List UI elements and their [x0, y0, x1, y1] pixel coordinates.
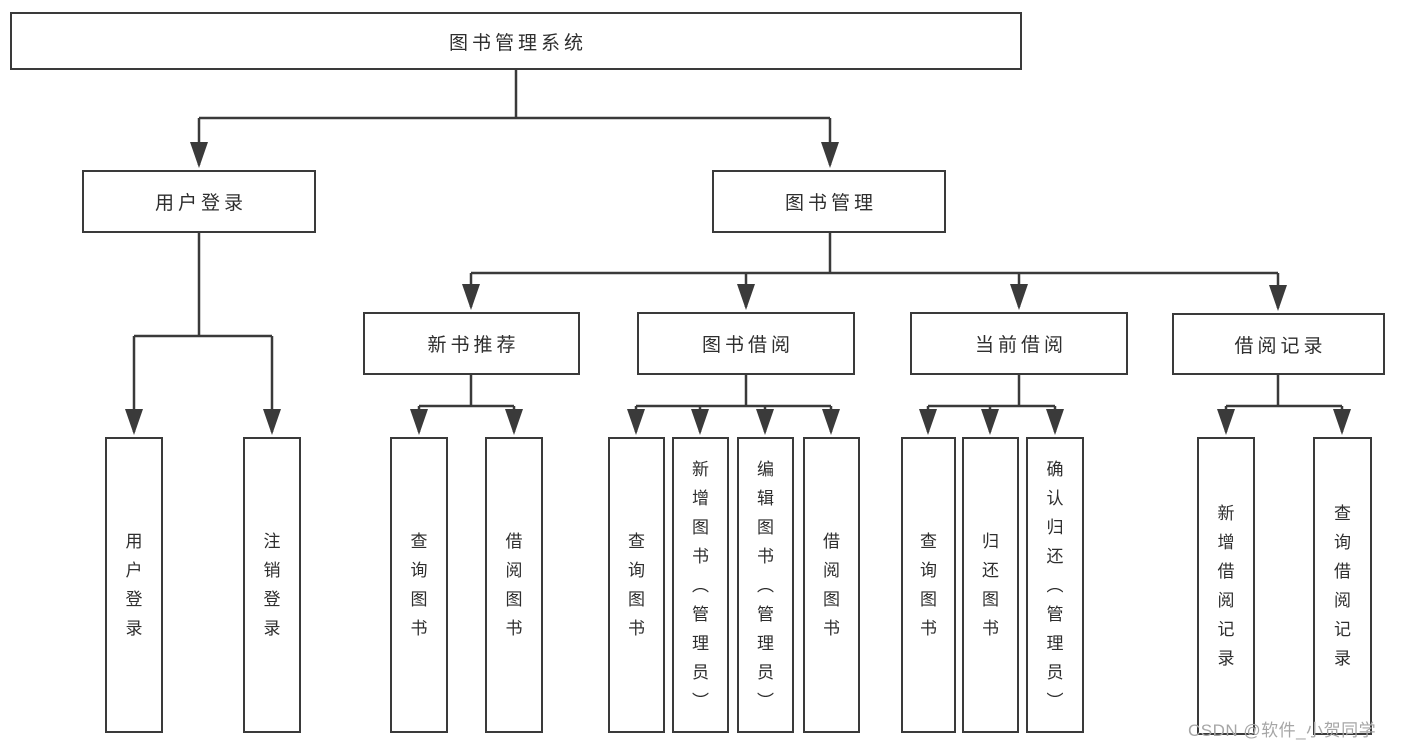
- node-borrowing-records-label: 借阅记录: [1234, 335, 1327, 357]
- node-user-login-label: 用户登录: [154, 193, 247, 214]
- node-new-book-recommendation: 新书推荐: [363, 312, 580, 375]
- csdn-watermark: CSDN @软件_小贺同学: [1188, 721, 1377, 740]
- leaf-query-books-borrowing-label: 查 询 图 书: [628, 532, 645, 638]
- leaf-query-books-recommend-label: 查 询 图 书: [410, 532, 428, 638]
- leaf-borrow-books-recommend-label: 借 阅 图 书: [505, 532, 523, 638]
- node-current-borrowing-label: 当前借阅: [974, 335, 1067, 356]
- leaf-borrow-books-label: 借 阅 图 书: [823, 532, 840, 638]
- leaf-query-borrow-record: 查 询 借 阅 记 录: [1313, 437, 1372, 735]
- leaf-edit-books-admin: 编 辑 图 书 ︵ 管 理 员 ︶: [737, 437, 794, 733]
- leaf-query-books-current-label: 查 询 图 书: [920, 532, 937, 638]
- node-current-borrowing: 当前借阅: [910, 312, 1128, 375]
- node-borrowing-records: 借阅记录: [1172, 313, 1385, 375]
- leaf-borrow-books-recommend: 借 阅 图 书: [485, 437, 543, 733]
- node-root-label: 图书管理系统: [448, 32, 587, 54]
- node-root-system: 图书管理系统: [10, 12, 1022, 70]
- node-book-borrowing-label: 图书借阅: [701, 335, 794, 356]
- leaf-user-login-label: 用 户 登 录: [125, 532, 143, 638]
- leaf-edit-books-admin-label: 编 辑 图 书 ︵ 管 理 员 ︶: [757, 459, 774, 711]
- leaf-confirm-return-admin-label: 确 认 归 还 ︵ 管 理 员 ︶: [1046, 459, 1064, 711]
- node-book-management-label: 图书管理: [784, 193, 877, 214]
- node-book-management: 图书管理: [712, 170, 946, 233]
- node-book-borrowing: 图书借阅: [637, 312, 855, 375]
- leaf-add-books-admin-label: 新 增 图 书 ︵ 管 理 员 ︶: [692, 459, 709, 711]
- leaf-return-books: 归 还 图 书: [962, 437, 1019, 733]
- leaf-confirm-return-admin: 确 认 归 还 ︵ 管 理 员 ︶: [1026, 437, 1084, 733]
- leaf-query-books-recommend: 查 询 图 书: [390, 437, 448, 733]
- leaf-add-borrow-record: 新 增 借 阅 记 录: [1197, 437, 1255, 735]
- node-user-login: 用户登录: [82, 170, 316, 233]
- leaf-query-borrow-record-label: 查 询 借 阅 记 录: [1334, 504, 1351, 668]
- leaf-user-login: 用 户 登 录: [105, 437, 163, 733]
- node-new-book-recommendation-label: 新书推荐: [427, 335, 520, 356]
- leaf-query-books-current: 查 询 图 书: [901, 437, 956, 733]
- leaf-add-books-admin: 新 增 图 书 ︵ 管 理 员 ︶: [672, 437, 729, 733]
- leaf-return-books-label: 归 还 图 书: [982, 532, 999, 638]
- leaf-add-borrow-record-label: 新 增 借 阅 记 录: [1217, 504, 1235, 668]
- leaf-logout: 注 销 登 录: [243, 437, 301, 733]
- leaf-logout-label: 注 销 登 录: [263, 532, 281, 638]
- leaf-borrow-books: 借 阅 图 书: [803, 437, 860, 733]
- leaf-query-books-borrowing: 查 询 图 书: [608, 437, 665, 733]
